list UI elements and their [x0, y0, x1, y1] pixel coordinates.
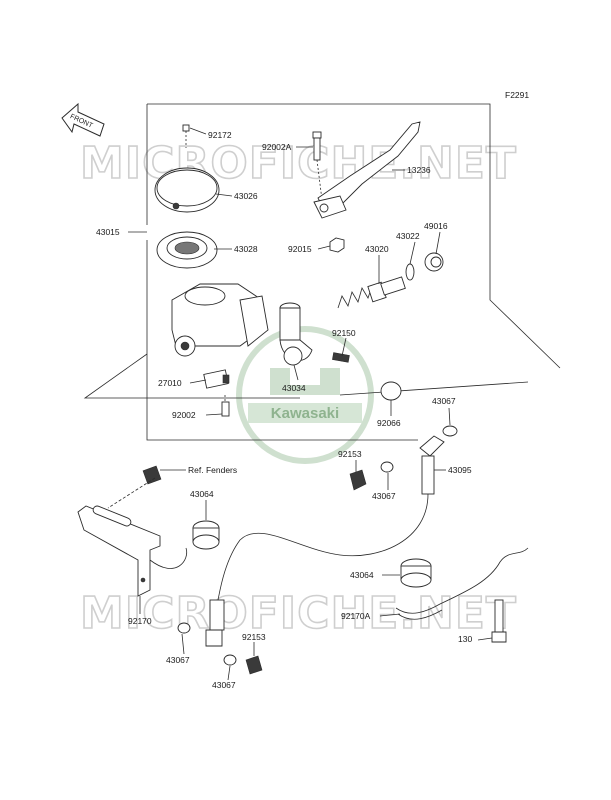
part-43067-washer-b [380, 461, 394, 473]
label-43067-a: 43067 [432, 396, 456, 406]
label-92170: 92170 [128, 616, 152, 626]
label-49016: 49016 [424, 221, 448, 231]
part-92172-screw [182, 124, 190, 148]
label-92150: 92150 [332, 328, 356, 338]
label-ref-fenders: Ref. Fenders [188, 465, 237, 475]
part-labels: 92172 43026 43028 43015 92002A 13236 920… [96, 130, 472, 690]
front-arrow-icon: FRONT [61, 102, 105, 137]
label-43064-b: 43064 [350, 570, 374, 580]
label-43064-a: 43064 [190, 489, 214, 499]
part-27010-switch [203, 369, 230, 389]
label-43015: 43015 [96, 227, 120, 237]
label-92153-a: 92153 [338, 449, 362, 459]
part-43015-body [171, 283, 269, 357]
part-43095-banjo-hose [217, 435, 445, 601]
part-43034-clamp [279, 302, 313, 366]
label-43095: 43095 [448, 465, 472, 475]
part-43020-piston [337, 276, 406, 309]
label-43034: 43034 [282, 383, 306, 393]
label-130: 130 [458, 634, 472, 644]
part-92170-bracket [77, 505, 188, 597]
label-92172: 92172 [208, 130, 232, 140]
part-13236-lever [313, 121, 421, 219]
part-43064-grommet-a [192, 520, 220, 550]
part-92150-bolt [332, 352, 350, 363]
ref-fenders-bolt [107, 465, 162, 509]
label-43026: 43026 [234, 191, 258, 201]
part-92002-screw [221, 395, 230, 417]
part-92066-cap [380, 381, 402, 401]
label-27010: 27010 [158, 378, 182, 388]
assembly-outline [147, 103, 561, 369]
figure-code: F2291 [505, 90, 529, 100]
label-92170A: 92170A [341, 611, 371, 621]
label-43067-c: 43067 [166, 655, 190, 665]
label-92015: 92015 [288, 244, 312, 254]
part-130-bolt [491, 599, 507, 643]
label-43028: 43028 [234, 244, 258, 254]
label-92002: 92002 [172, 410, 196, 420]
label-13236: 13236 [407, 165, 431, 175]
label-43022: 43022 [396, 231, 420, 241]
kawasaki-logo: Kawasaki [236, 326, 374, 464]
part-43064-grommet-b [400, 558, 432, 588]
label-43067-b: 43067 [372, 491, 396, 501]
part-92002A-bolt [312, 131, 323, 201]
label-43067-d: 43067 [212, 680, 236, 690]
label-92066: 92066 [377, 418, 401, 428]
label-92153-b: 92153 [242, 632, 266, 642]
watermark-top: MICROFICHE.NET [80, 138, 517, 189]
part-43026-cap [154, 167, 220, 213]
part-lower-hose-end [177, 599, 225, 647]
part-43022-circlip [405, 263, 415, 281]
part-49016-boot [424, 252, 444, 272]
label-43020: 43020 [365, 244, 389, 254]
leader-lines [128, 127, 493, 681]
part-92153-bolt-a [349, 469, 367, 491]
part-43028-diaphragm [156, 231, 218, 269]
kawasaki-logo-text: Kawasaki [271, 405, 339, 422]
part-92015-nut [329, 237, 345, 253]
part-92153-bolt-b [223, 654, 263, 675]
part-92170A-clamp [395, 547, 529, 620]
label-92002A: 92002A [262, 142, 292, 152]
part-43067-washer-a [442, 425, 458, 437]
watermark-bottom: MICROFICHE.NET [80, 588, 517, 639]
